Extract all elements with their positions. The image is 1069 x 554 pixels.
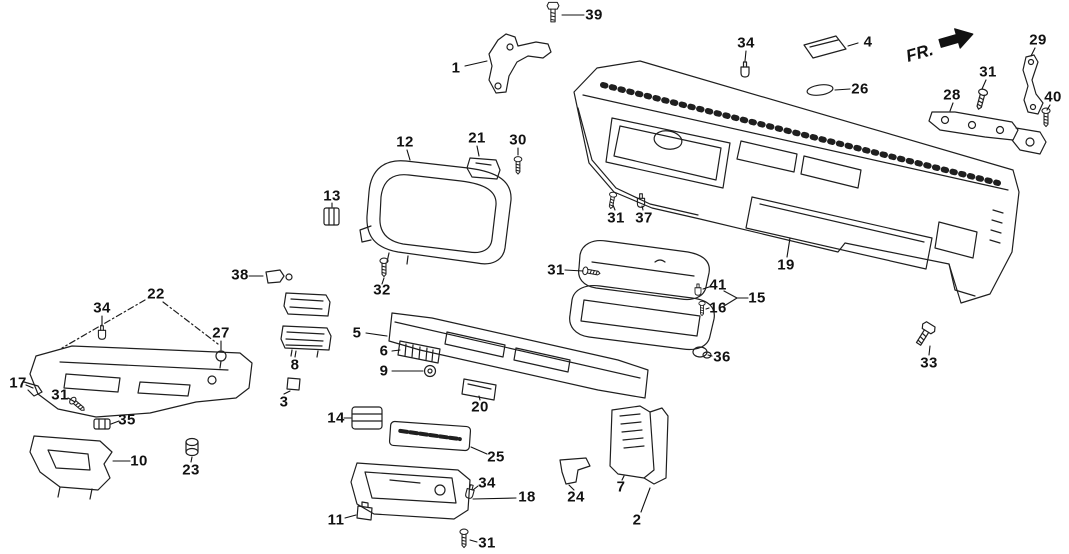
screw-30-icon — [513, 156, 523, 175]
leader-line-12 — [406, 149, 411, 161]
instrument-panel-pad — [573, 60, 1020, 304]
clip-11 — [356, 501, 373, 521]
clip-38 — [265, 269, 293, 284]
fr-direction-marker: FR. — [904, 28, 974, 66]
leader-line-31 — [564, 269, 584, 272]
screw-31-glove-icon — [581, 266, 602, 278]
bracket-35 — [93, 418, 111, 430]
leader-line-28 — [949, 102, 954, 112]
steering-bracket — [488, 33, 552, 94]
leader-line-29 — [1030, 47, 1036, 57]
center-vent-stack — [280, 292, 332, 391]
screw-31-left-icon — [67, 395, 88, 414]
plate-4 — [803, 35, 847, 59]
cluster-visor — [359, 160, 512, 265]
clip-34-bottom-icon — [464, 483, 476, 500]
screw-16-icon — [698, 300, 706, 317]
leader-line-31 — [67, 397, 76, 403]
leader-line-4 — [847, 42, 859, 47]
leader-line-35 — [110, 420, 120, 425]
leader-line-26 — [834, 88, 851, 91]
clip-34-top-icon — [740, 61, 750, 78]
screw-40-icon — [1041, 107, 1051, 128]
bolt-39-icon — [546, 1, 560, 23]
left-lower-panel — [29, 299, 253, 418]
leader-line-1 — [464, 60, 488, 67]
grommet-26 — [806, 84, 834, 96]
nut-23 — [185, 437, 199, 457]
leader-line-31 — [981, 79, 987, 90]
leader-line-25 — [470, 446, 488, 455]
lower-tray — [350, 462, 471, 520]
leader-line-7 — [621, 475, 625, 481]
leader-line-31 — [612, 204, 616, 211]
glove-box-lid — [569, 239, 738, 351]
leader-line-40 — [1046, 104, 1051, 111]
leader-line-33 — [928, 345, 931, 356]
leader-line-36 — [707, 354, 713, 357]
center-lower-rail — [388, 312, 649, 399]
bracket-10 — [29, 435, 113, 500]
hook-17 — [23, 381, 43, 397]
panel-20 — [461, 378, 497, 401]
leader-line-17 — [25, 384, 34, 389]
leader-line-34 — [472, 485, 479, 491]
strap-29 — [1022, 54, 1044, 115]
leader-line-11 — [344, 514, 357, 519]
fr-arrow-icon — [938, 28, 974, 49]
vent-slider-6 — [397, 340, 441, 364]
leader-line-24 — [568, 484, 575, 491]
knob-9 — [423, 364, 437, 378]
emblem-plate-25 — [388, 420, 472, 452]
clip-41-icon — [694, 283, 702, 296]
screw-31-mid-icon — [606, 191, 618, 210]
leader-line-19 — [786, 237, 791, 258]
leader-line-37 — [641, 205, 644, 211]
leader-line-34 — [744, 50, 747, 62]
clip-34-left-icon — [97, 325, 107, 340]
bracket-21 — [466, 157, 501, 180]
knob-27 — [215, 350, 227, 369]
bolt-33-icon — [912, 320, 938, 349]
screw-31-top-right-icon — [973, 87, 989, 111]
leader-lines-layer — [25, 14, 1051, 543]
leader-line-16 — [705, 307, 710, 310]
leader-line-21 — [476, 145, 480, 157]
side-vent-panel — [609, 405, 669, 485]
leader-line-23 — [190, 456, 193, 463]
fr-label: FR. — [904, 40, 936, 66]
leader-line-41 — [702, 286, 710, 290]
clip-13 — [323, 207, 340, 226]
leader-line-32 — [381, 277, 385, 285]
leader-line-31 — [469, 539, 478, 543]
leader-line-20 — [478, 395, 481, 401]
screw-31-bottom-icon — [459, 528, 469, 549]
bracket-24 — [559, 457, 591, 485]
box-14 — [351, 406, 383, 430]
leader-line-5 — [365, 332, 388, 337]
leader-line-8 — [294, 350, 297, 358]
damper-36 — [692, 346, 712, 359]
leader-line-2 — [640, 487, 651, 513]
leader-line-18 — [472, 497, 517, 500]
bracket-28 — [928, 111, 1047, 155]
leader-line-3 — [283, 390, 291, 395]
leader-line-6 — [391, 349, 401, 352]
diagram-line-art: FR. — [23, 1, 1051, 549]
